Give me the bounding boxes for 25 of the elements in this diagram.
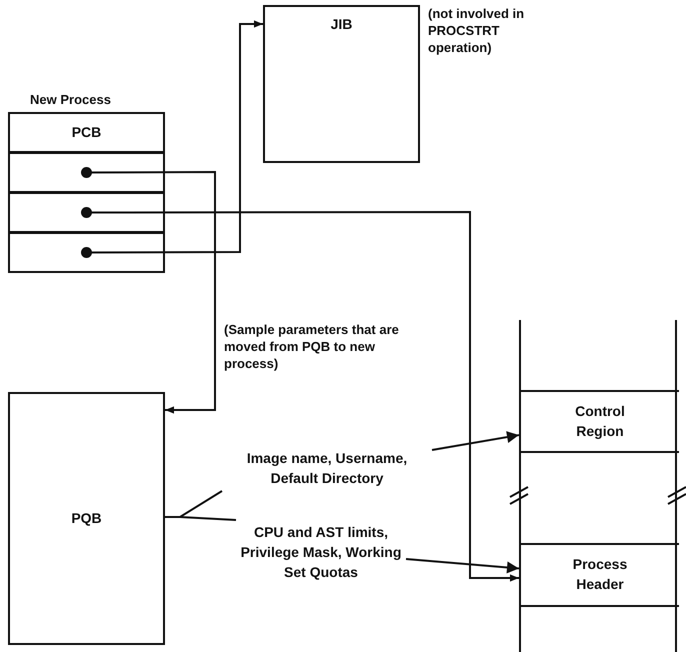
node-label: PCB bbox=[72, 122, 102, 142]
pointer-arrow bbox=[81, 207, 519, 582]
arrow bbox=[406, 558, 520, 574]
record-box bbox=[8, 392, 165, 645]
memory-region bbox=[521, 390, 679, 453]
pointer-arrow bbox=[81, 20, 263, 258]
parameter-list: CPU and AST limits, Privilege Mask, Working Set Quotas bbox=[236, 522, 406, 582]
arrow bbox=[432, 431, 520, 451]
record-box bbox=[263, 5, 420, 163]
node-label: JIB bbox=[330, 15, 352, 34]
pointer-field bbox=[8, 152, 165, 193]
pointer-arrow bbox=[81, 167, 216, 414]
table-row bbox=[8, 112, 165, 153]
parameter-list: Image name, Username, Default Directory bbox=[222, 448, 432, 488]
node-label: Process Header bbox=[572, 555, 628, 594]
memory-region bbox=[521, 543, 679, 607]
note: (not involved in PROCSTRT operation) bbox=[428, 6, 526, 57]
pointer-field bbox=[8, 192, 165, 233]
note: (Sample parameters that are moved from PQB to new process) bbox=[224, 322, 400, 373]
pointer-field bbox=[8, 232, 165, 273]
node-label: PQB bbox=[71, 508, 102, 528]
heading: New Process bbox=[30, 92, 111, 107]
memory-column bbox=[519, 320, 677, 652]
connector-line bbox=[165, 516, 236, 521]
node-label: Control Region bbox=[574, 402, 626, 441]
